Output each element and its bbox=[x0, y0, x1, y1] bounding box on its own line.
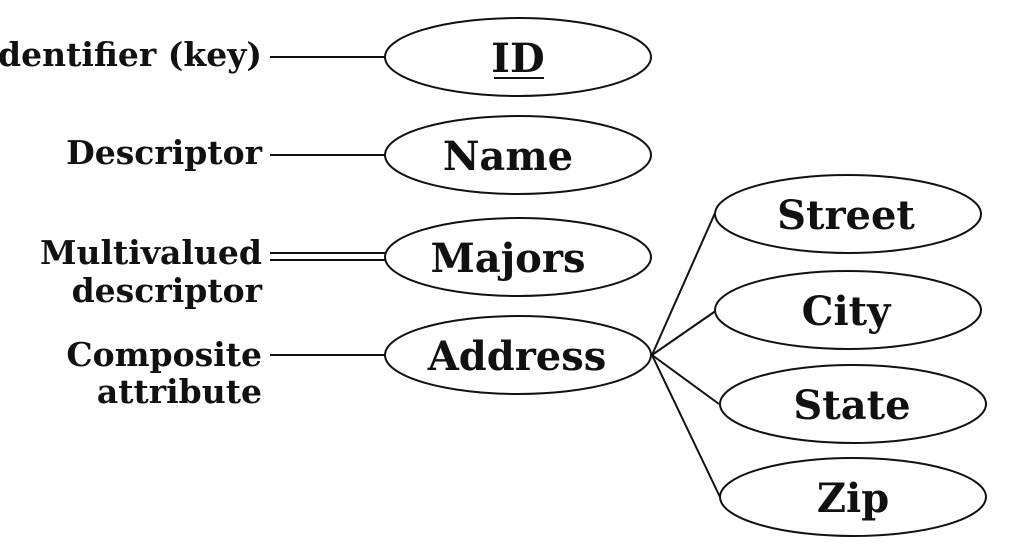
name-attribute-ellipse bbox=[384, 115, 652, 195]
multivalued-label-line1: Multivalued bbox=[40, 233, 262, 272]
address-attribute-ellipse bbox=[384, 315, 652, 395]
street-attribute-ellipse bbox=[714, 174, 982, 254]
id-attribute-text: ID bbox=[491, 35, 544, 82]
name-attribute-text: Name bbox=[443, 133, 573, 180]
address-attribute-text: Address bbox=[427, 333, 607, 380]
address-state-connector bbox=[651, 354, 720, 405]
address-zip-connector bbox=[651, 354, 721, 498]
majors-attribute-ellipse bbox=[384, 217, 652, 297]
identifier-label: Identifier (key) bbox=[0, 35, 262, 74]
majors-attribute-text: Majors bbox=[431, 235, 586, 282]
street-attribute-text: Street bbox=[777, 192, 915, 239]
city-attribute-text: City bbox=[802, 288, 893, 335]
city-attribute-ellipse bbox=[714, 270, 982, 350]
composite-label-line2: attribute bbox=[97, 372, 262, 411]
address-city-connector bbox=[651, 309, 718, 356]
address-street-connector bbox=[651, 212, 716, 356]
multivalued-label-line2: descriptor bbox=[72, 271, 263, 310]
state-attribute-text: State bbox=[793, 382, 910, 429]
id-attribute-ellipse bbox=[384, 17, 652, 97]
zip-attribute-text: Zip bbox=[817, 475, 889, 522]
zip-attribute-ellipse bbox=[719, 457, 987, 537]
composite-label-line1: Composite bbox=[66, 335, 262, 374]
state-attribute-ellipse bbox=[719, 364, 987, 444]
descriptor-label: Descriptor bbox=[66, 133, 263, 172]
